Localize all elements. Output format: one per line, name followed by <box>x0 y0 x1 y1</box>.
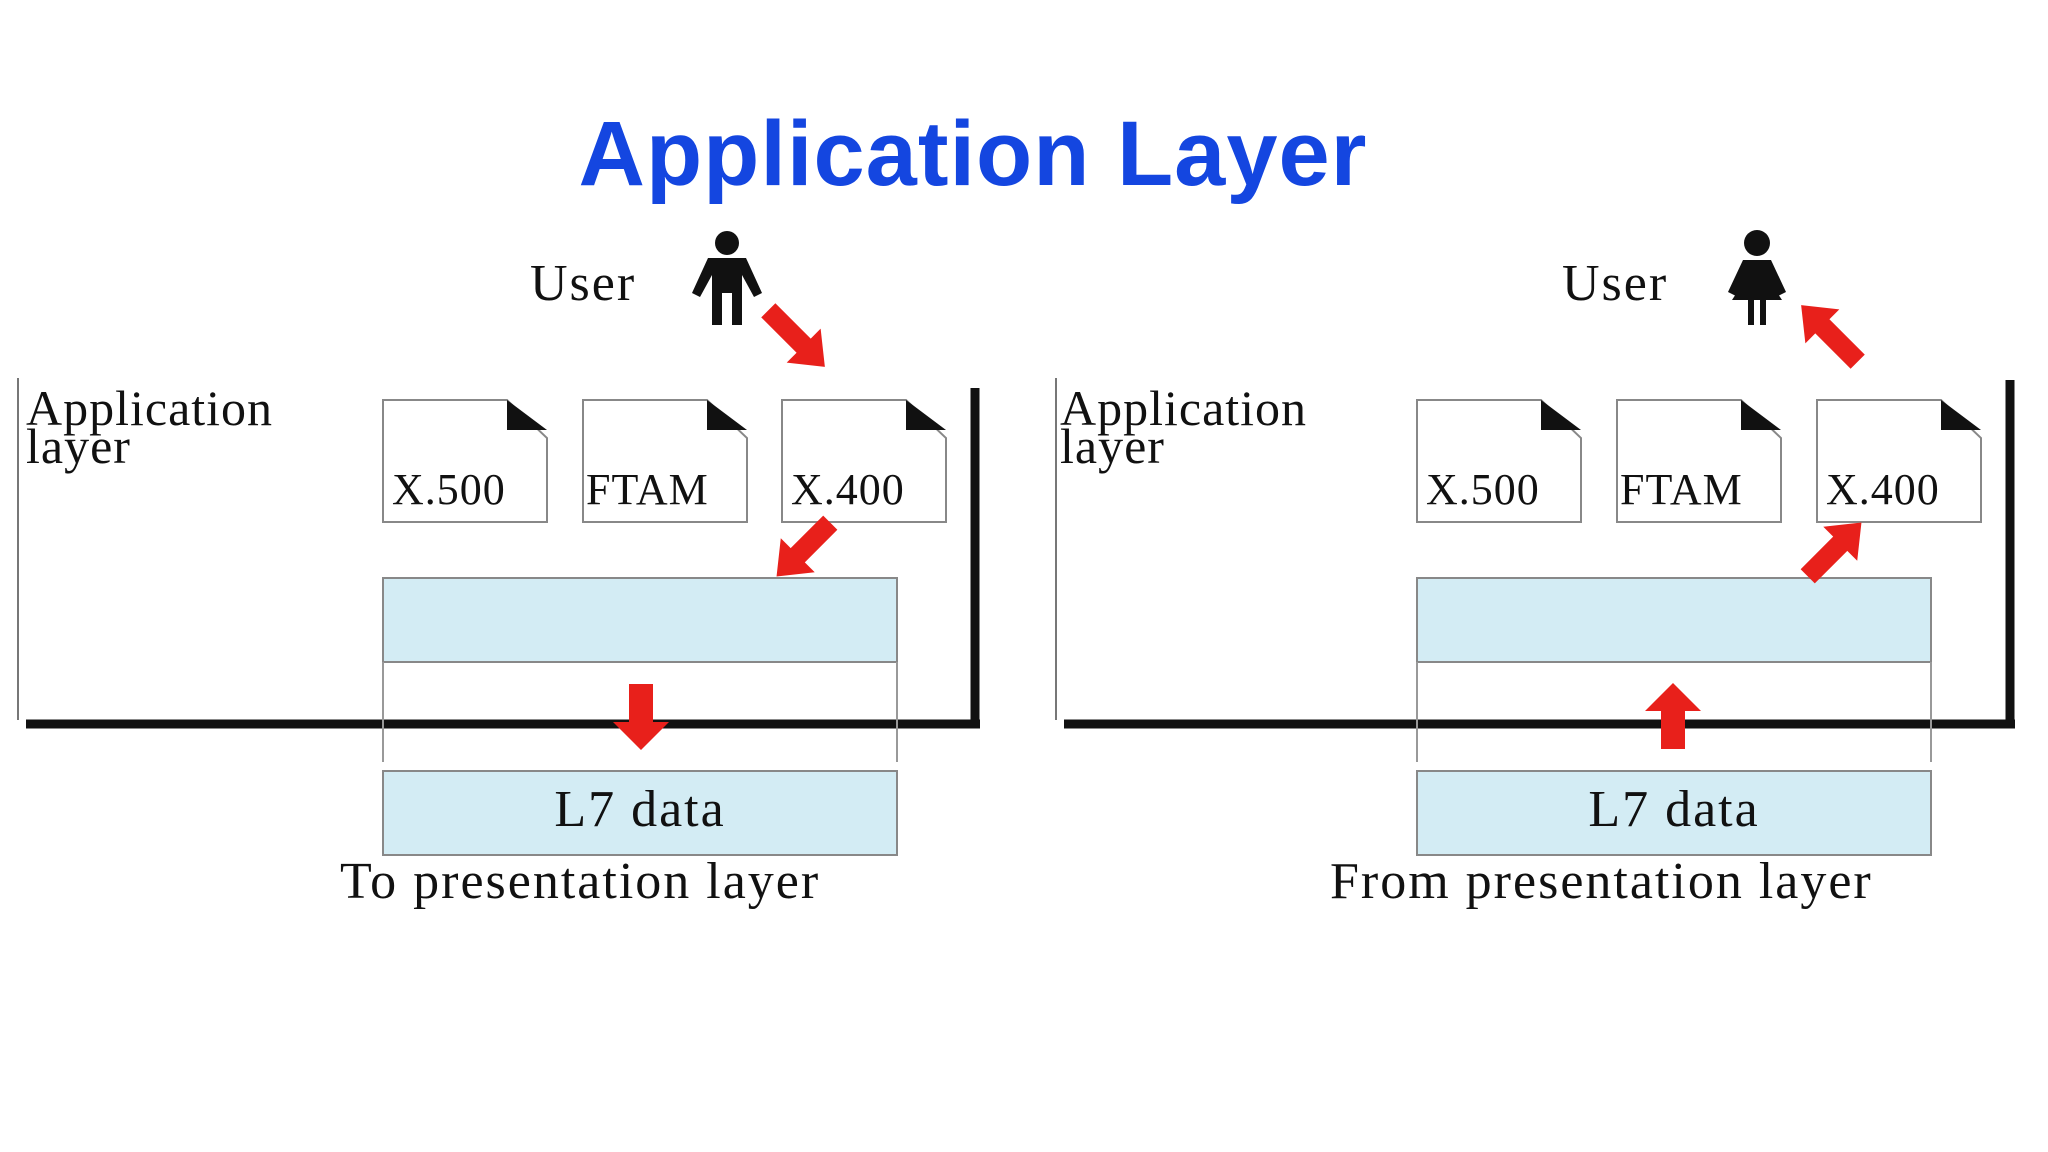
application-layer-frame <box>1055 378 2015 729</box>
application-layer-label-line1: Application <box>26 380 274 436</box>
user-label: User <box>1562 255 1669 312</box>
application-layer-label: Application layer <box>26 380 274 474</box>
arrow-user-to-x400 <box>761 303 825 367</box>
document-x400-label: X.400 <box>1826 465 1940 514</box>
from-presentation-layer-caption: From presentation layer <box>1330 853 1873 910</box>
application-layer-label: Application layer <box>1060 380 1308 474</box>
document-ftam <box>582 399 748 523</box>
application-layer-label-line2: layer <box>26 418 131 474</box>
arrow-header-to-x400 <box>1800 522 1862 584</box>
sender-diagram-graphic <box>17 231 980 856</box>
l7-data-box <box>1416 770 1932 856</box>
arrow-up-from-presentation <box>1645 683 1701 749</box>
to-presentation-layer-caption: To presentation layer <box>340 853 821 910</box>
slide-title: Application Layer <box>578 103 1368 205</box>
l7-data-label: L7 data <box>1588 781 1760 838</box>
arrow-down-to-presentation <box>613 684 669 750</box>
arrow-x400-to-header <box>776 515 838 577</box>
document-x400-label: X.400 <box>791 465 905 514</box>
receiver-diagram-graphic <box>1055 230 2015 856</box>
document-ftam-label: FTAM <box>1620 465 1743 514</box>
document-x400 <box>1816 399 1982 523</box>
document-x500-label: X.500 <box>392 465 506 514</box>
document-ftam <box>1616 399 1782 523</box>
application-header-band <box>1416 577 1932 663</box>
document-x500-label: X.500 <box>1426 465 1540 514</box>
document-ftam-label: FTAM <box>586 465 709 514</box>
document-x500 <box>382 399 548 523</box>
document-x500 <box>1416 399 1582 523</box>
woman-icon <box>1728 230 1786 325</box>
application-header-band <box>382 577 898 663</box>
application-layer-frame <box>17 378 980 729</box>
l7-data-label: L7 data <box>554 781 726 838</box>
document-x400 <box>781 399 947 523</box>
l7-data-box <box>382 770 898 856</box>
man-icon <box>692 231 762 325</box>
application-layer-label-line2: layer <box>1060 418 1165 474</box>
arrow-x400-to-user <box>1801 305 1865 369</box>
user-label: User <box>530 255 637 312</box>
application-layer-label-line1: Application <box>1060 380 1308 436</box>
receiver-diagram: User Application layer X.500 FTAM X.400 … <box>1034 0 2048 1152</box>
sender-diagram: User Application layer X.500 FTAM X.400 … <box>17 231 980 910</box>
